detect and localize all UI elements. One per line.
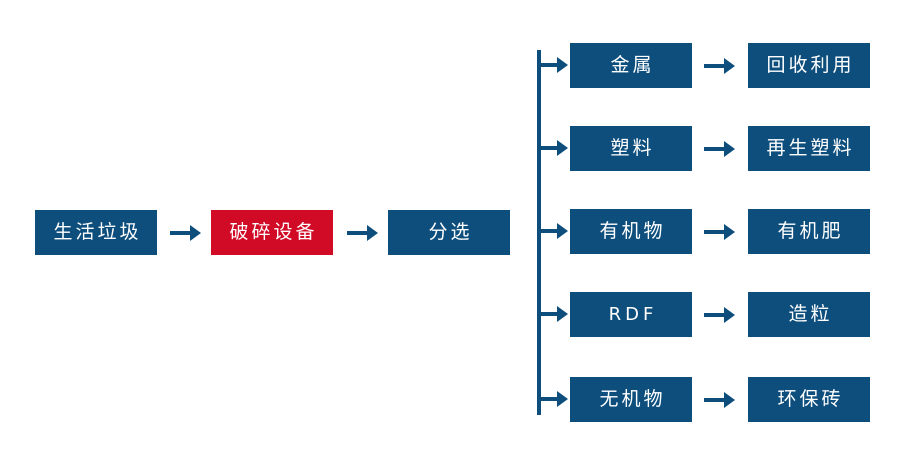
node-crusher-label: 破碎设备 xyxy=(229,221,318,243)
node-product-rdf[interactable]: 造粒 xyxy=(748,292,870,337)
node-fraction-inorganic-label: 无机物 xyxy=(599,388,666,410)
arrow-metal-to-product xyxy=(702,55,738,77)
node-crusher[interactable]: 破碎设备 xyxy=(211,210,333,255)
arrow-organic-to-product xyxy=(702,221,738,243)
node-product-metal[interactable]: 回收利用 xyxy=(748,43,870,88)
node-fraction-metal[interactable]: 金属 xyxy=(570,43,692,88)
node-waste[interactable]: 生活垃圾 xyxy=(35,210,157,255)
node-fraction-organic-label: 有机物 xyxy=(599,220,666,242)
branch-arrow-rdf xyxy=(541,304,569,324)
arrow-inorganic-to-product xyxy=(702,389,738,411)
node-product-inorganic-label: 环保砖 xyxy=(777,388,844,410)
node-fraction-plastic[interactable]: 塑料 xyxy=(570,126,692,171)
node-product-metal-label: 回收利用 xyxy=(766,54,855,76)
node-product-organic-label: 有机肥 xyxy=(777,220,844,242)
arrow-crusher-to-sorting xyxy=(345,215,381,250)
node-product-rdf-label: 造粒 xyxy=(788,303,833,325)
node-waste-label: 生活垃圾 xyxy=(53,221,142,243)
node-fraction-rdf-label: RDF xyxy=(608,303,658,325)
node-fraction-rdf[interactable]: RDF xyxy=(570,292,692,337)
node-product-organic[interactable]: 有机肥 xyxy=(748,209,870,254)
arrow-rdf-to-product xyxy=(702,304,738,326)
node-sorting-label: 分选 xyxy=(428,221,473,243)
node-fraction-inorganic[interactable]: 无机物 xyxy=(570,377,692,422)
node-product-inorganic[interactable]: 环保砖 xyxy=(748,377,870,422)
node-fraction-plastic-label: 塑料 xyxy=(610,137,655,159)
branch-arrow-inorganic xyxy=(541,389,569,409)
branch-arrow-plastic xyxy=(541,138,569,158)
arrow-plastic-to-product xyxy=(702,138,738,160)
branch-arrow-organic xyxy=(541,221,569,241)
node-product-plastic[interactable]: 再生塑料 xyxy=(748,126,870,171)
node-sorting[interactable]: 分选 xyxy=(388,210,510,255)
branch-arrow-metal xyxy=(541,55,569,75)
node-product-plastic-label: 再生塑料 xyxy=(766,137,855,159)
arrow-waste-to-crusher xyxy=(168,215,204,250)
node-fraction-metal-label: 金属 xyxy=(610,54,655,76)
node-fraction-organic[interactable]: 有机物 xyxy=(570,209,692,254)
